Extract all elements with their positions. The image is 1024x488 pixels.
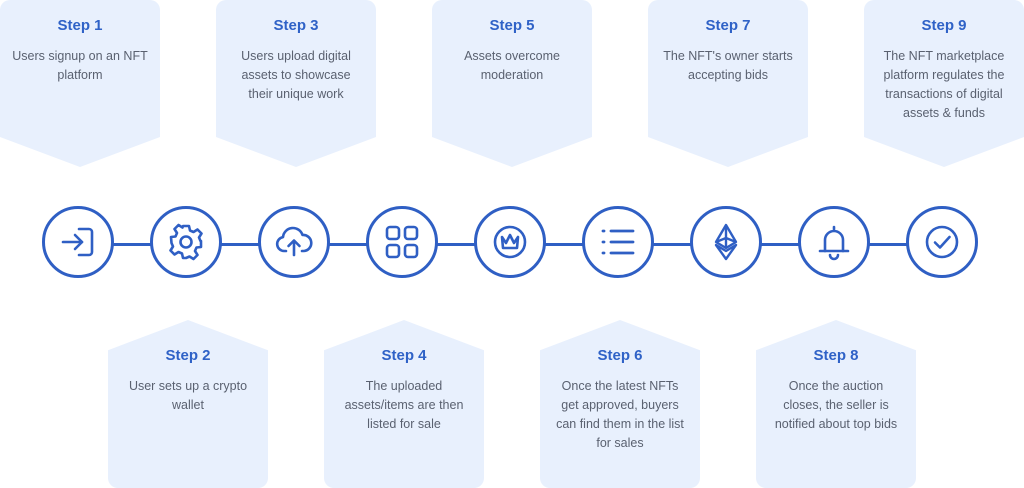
ethereum-icon	[690, 206, 762, 278]
step-7-card: Step 7 The NFT's owner starts accepting …	[648, 0, 808, 167]
step-title: Step 5	[489, 17, 535, 34]
step-9-card: Step 9 The NFT marketplace platform regu…	[864, 0, 1024, 167]
step-title: Step 6	[597, 347, 643, 364]
step-title: Step 4	[381, 347, 427, 364]
step-description: Users upload digital assets to showcase …	[241, 49, 351, 101]
cloud-upload-icon	[258, 206, 330, 278]
step-3-card: Step 3 Users upload digital assets to sh…	[216, 0, 376, 167]
list-icon	[582, 206, 654, 278]
step-title: Step 7	[705, 17, 751, 34]
step-description: The uploaded assets/items are then liste…	[344, 379, 464, 431]
step-4-card: Step 4 The uploaded assets/items are the…	[324, 320, 484, 488]
step-title: Step 8	[813, 347, 859, 364]
step-title: Step 2	[165, 347, 211, 364]
step-6-card: Step 6 Once the latest NFTs get approved…	[540, 320, 700, 488]
gear-icon	[150, 206, 222, 278]
login-icon	[42, 206, 114, 278]
bell-icon	[798, 206, 870, 278]
step-description: Once the auction closes, the seller is n…	[774, 379, 898, 431]
step-title: Step 3	[273, 17, 319, 34]
step-title: Step 1	[57, 17, 103, 34]
step-description: The NFT marketplace platform regulates t…	[883, 49, 1005, 120]
step-1-card: Step 1 Users signup on an NFT platform	[0, 0, 160, 167]
step-description: Once the latest NFTs get approved, buyer…	[556, 379, 684, 450]
step-2-card: Step 2 User sets up a crypto wallet	[108, 320, 268, 488]
step-5-card: Step 5 Assets overcome moderation	[432, 0, 592, 167]
crown-badge-icon	[474, 206, 546, 278]
step-8-card: Step 8 Once the auction closes, the sell…	[756, 320, 916, 488]
step-description: User sets up a crypto wallet	[128, 379, 248, 412]
step-description: The NFT's owner starts accepting bids	[663, 49, 793, 82]
step-description: Assets overcome moderation	[464, 49, 560, 82]
step-title: Step 9	[921, 17, 967, 34]
check-circle-icon	[906, 206, 978, 278]
step-description: Users signup on an NFT platform	[12, 49, 148, 82]
grid-icon	[366, 206, 438, 278]
